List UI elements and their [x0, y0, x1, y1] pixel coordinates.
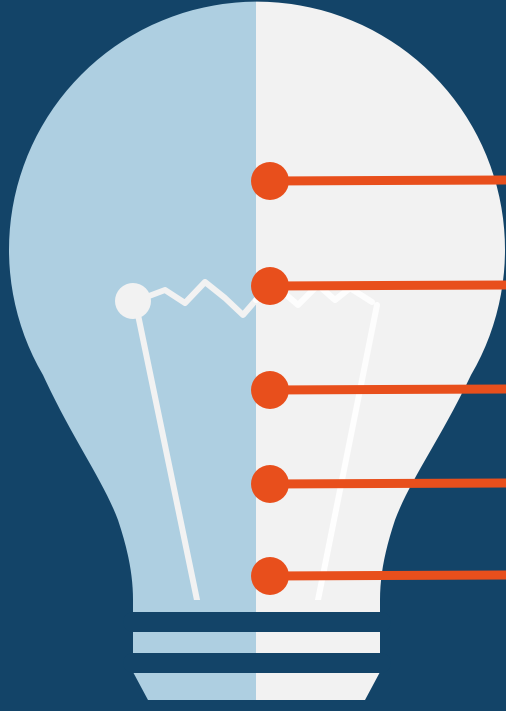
- callout-line: [270, 389, 506, 390]
- base-band-3: [140, 700, 374, 711]
- callout-line: [270, 483, 506, 484]
- callout-line: [270, 180, 506, 181]
- base-band-1: [123, 612, 391, 632]
- callout-line: [270, 285, 506, 286]
- callout-dot: [251, 267, 289, 305]
- base-band-2: [123, 653, 391, 673]
- callout-dot: [251, 162, 289, 200]
- callout-dot: [251, 557, 289, 595]
- callout-dot: [251, 371, 289, 409]
- callout-dot: [251, 465, 289, 503]
- callout-line: [270, 575, 506, 576]
